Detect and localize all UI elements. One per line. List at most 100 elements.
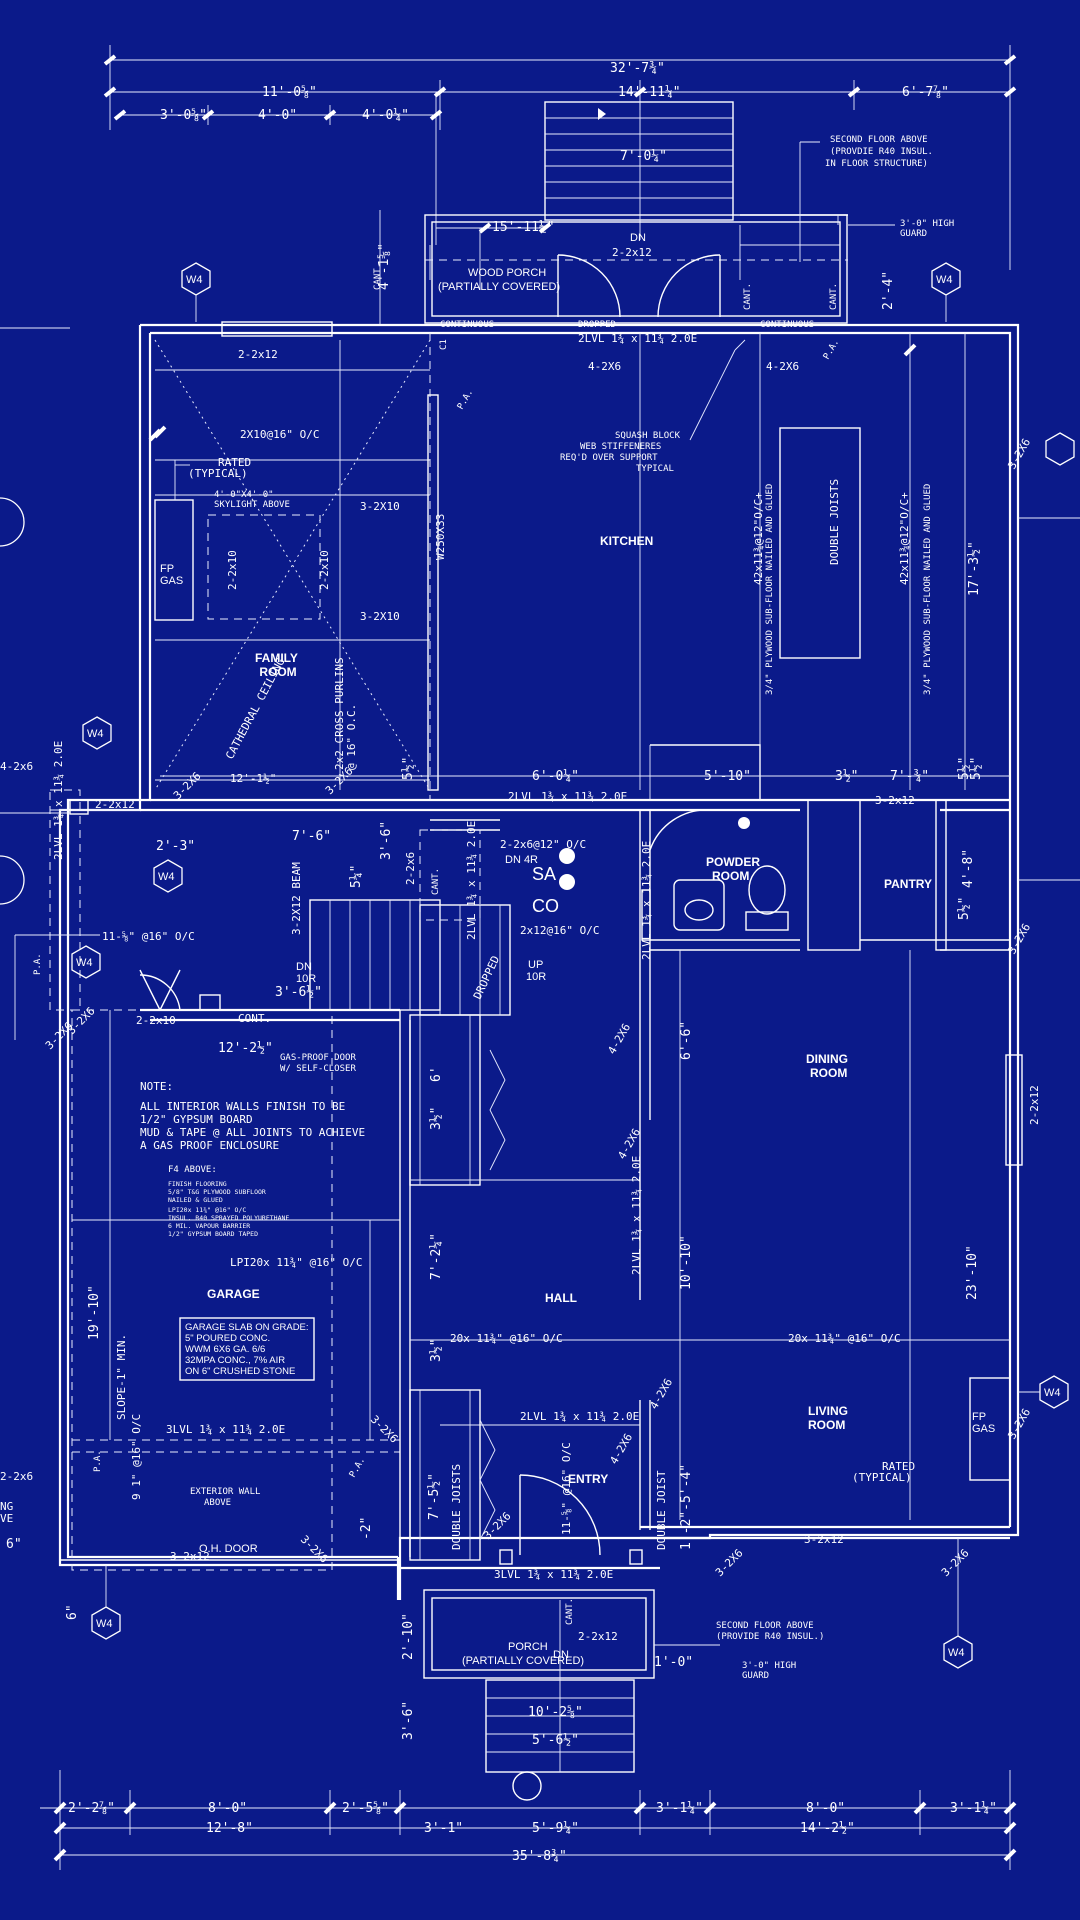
dim-fam-12-1: 12'-1½" <box>230 772 276 785</box>
beam-2x12-16: 2x12@16" O/C <box>520 924 599 937</box>
note-body: ALL INTERIOR WALLS FINISH TO BE 1/2" GYP… <box>140 1100 372 1152</box>
dim-19-10: 19'-10" <box>87 1285 102 1340</box>
dim-stair-top: 7'-0¼" <box>620 149 667 164</box>
dim-5-2r2: 5½" <box>957 897 972 920</box>
room-porch: PORCH (PARTIALLY COVERED) <box>462 1641 584 1667</box>
family-room-structure <box>148 339 431 791</box>
dim-side-4-1: 4'-1⅝" <box>377 243 392 290</box>
dim-9-1: 9 1" @16" O/C <box>130 1414 143 1500</box>
dim-top-right: 6'-7⅞" <box>902 85 949 100</box>
beam-2-2x10-b: 2-2x10 <box>318 550 331 590</box>
beam-3lvl-entry: 3LVL 1¾ x 11¾ 2.0E <box>494 1568 613 1581</box>
dim-6l: 6" <box>6 1537 22 1552</box>
top-dimension-lines <box>103 45 1017 270</box>
dim-4-0: 4'-0" <box>258 108 297 123</box>
room-dining-room: DINING ROOM <box>806 1052 851 1080</box>
dim-4-8: 4'-8" <box>961 849 976 888</box>
dim-3-6b: 3'-6½" <box>275 985 322 1000</box>
center-stair <box>309 819 575 1186</box>
dim-overall-top: 32'-7¾" <box>610 61 665 76</box>
partial-section-marker-a <box>0 497 25 547</box>
beam-w250: W250X33 <box>434 514 447 560</box>
room-kitchen: KITCHEN <box>600 534 653 548</box>
beam-2-2x12-top: 2-2x12 <box>612 246 652 259</box>
room-pantry: PANTRY <box>884 877 932 891</box>
dim-b2-12-8: 12'-8" <box>206 1821 253 1836</box>
dim-5-2-edge: 5½" <box>969 757 984 780</box>
dim-6l2: 6" <box>65 1604 80 1620</box>
beam-3-2x12-pantry: 3-2x12 <box>875 794 915 807</box>
label-c1-top: C1 <box>439 339 449 350</box>
note-guard-top: 3'-0" HIGH GUARD <box>900 219 960 239</box>
svg-text:W4: W4 <box>186 274 203 286</box>
label-continuous-right: CONTINUOUS <box>760 320 814 330</box>
note-f4-body: FINISH FLOORING 5/8" T&G PLYWOOD SUBFLOO… <box>168 1180 293 1238</box>
room-family-room: FAMILY ROOM <box>255 651 301 679</box>
note-guard-bottom: 3'-0" HIGH GUARD <box>742 1661 802 1681</box>
beam-3-2x12-beam: 3-2X12 BEAM <box>290 862 303 935</box>
dim-b2-5-9: 5'-9¼" <box>532 1821 579 1836</box>
dim-7-2: 7'-2¼" <box>429 1233 444 1280</box>
note-title: NOTE: <box>140 1080 173 1093</box>
dim-b1-2-2: 2'-2⅞" <box>68 1801 115 1816</box>
hall-dining-structure <box>409 950 1011 1565</box>
window-tag-3: W4 <box>82 716 112 750</box>
dim-2-10: 2'-10" <box>401 1613 416 1660</box>
svg-text:W4: W4 <box>96 1618 113 1630</box>
label-cross-purlins: 2x2 CROSS PURLINS @ 16" O.C. <box>333 651 358 770</box>
partial-section-marker-b <box>0 855 25 905</box>
dim-3-0: 3'-0⅝" <box>160 108 207 123</box>
dim-b2-3-1: 3'-1" <box>424 1821 463 1836</box>
note-squash-block: SQUASH BLOCK WEB STIFFENERES REQ'D OVER … <box>560 431 685 474</box>
dim-7-5: 7'-5½" <box>427 1473 442 1520</box>
dim-b1-3-1: 3'-1¼" <box>656 1801 703 1816</box>
beam-2-2x12-left-edge: 2-2x12 <box>95 798 135 811</box>
wood-porch-line2: (PARTIALLY COVERED) <box>438 281 560 293</box>
window-tag-5: W4 <box>71 945 101 979</box>
label-cont-garage: CONT. <box>238 1012 271 1025</box>
beam-2-2x12-porch: 2-2x12 <box>578 1630 618 1643</box>
label-continuous-left: CONTINUOUS <box>440 320 494 330</box>
beam-2-2x10-garage: 2-2x10 <box>136 1014 176 1027</box>
label-dn-porch: DN <box>553 1649 569 1661</box>
beam-20x11-right: 20x 11¾" @16" O/C <box>788 1332 901 1345</box>
label-rated-typical-living: RATED (TYPICAL) <box>852 1460 922 1484</box>
beam-42x11-right: 42x11¾@12"O/C+ <box>898 492 911 585</box>
beam-4-2x6-left: 4-2X6 <box>588 360 621 373</box>
label-cant-porch: CANT. <box>565 1598 575 1625</box>
window-tag-7: W4 <box>91 1565 121 1640</box>
beam-20x11-left: 20x 11¾" @16" O/C <box>450 1332 563 1345</box>
note-garage-slab: GARAGE SLAB ON GRADE: 5" POURED CONC. WW… <box>185 1322 311 1377</box>
label-double-joists-kitchen: DOUBLE JOISTS <box>828 479 841 565</box>
label-dn-4r: DN 4R <box>505 854 538 866</box>
beam-42x11-left: 42x11¾@12"O/C+ <box>752 492 765 585</box>
wood-porch-line1: WOOD PORCH <box>468 267 546 279</box>
mid-floor-walls <box>140 798 1010 1120</box>
dim-b2-14-2: 14'-2½" <box>800 1821 855 1836</box>
dim-b1-8-0: 8'-0" <box>208 1801 247 1816</box>
label-fp-gas-living: FP GAS <box>972 1411 995 1435</box>
dim-3-6c: 3'-6" <box>401 1701 416 1740</box>
dim-5-2r: 5½" <box>957 757 972 780</box>
dim-overall-bottom: 35'-8¾" <box>512 1849 567 1864</box>
back-stairs <box>544 101 734 240</box>
left-annex <box>14 789 140 1040</box>
label-skylight: 4'-0"X4'-0" SKYLIGHT ABOVE <box>214 490 290 510</box>
beam-4-2x6-right: 4-2X6 <box>766 360 799 373</box>
dim-10-2: 10'-2⅝" <box>528 1705 583 1720</box>
dim-1-0: 1'-0" <box>654 1655 693 1670</box>
label-dropped: DROPPED <box>578 320 616 330</box>
beam-2lvl-stair: 2LVL 1¾ x 11¾ 2.0E <box>465 821 478 940</box>
svg-text:W4: W4 <box>87 728 104 740</box>
dim-b1-3-1r: 3'-1¼" <box>950 1801 997 1816</box>
dim-minus-2: -2" <box>359 1517 374 1540</box>
dim-side-2-4: 2'-4" <box>881 271 896 310</box>
label-oh-door: O.H. DOOR <box>199 1543 258 1555</box>
svg-text:W4: W4 <box>158 871 175 883</box>
beam-3-2x10-a: 3-2X10 <box>360 500 400 513</box>
beam-2-2x12-fam: 2-2x12 <box>238 348 278 361</box>
label-fp-gas-family: FP GAS <box>160 563 183 587</box>
dim-5-10: 5'-10" <box>704 769 751 784</box>
